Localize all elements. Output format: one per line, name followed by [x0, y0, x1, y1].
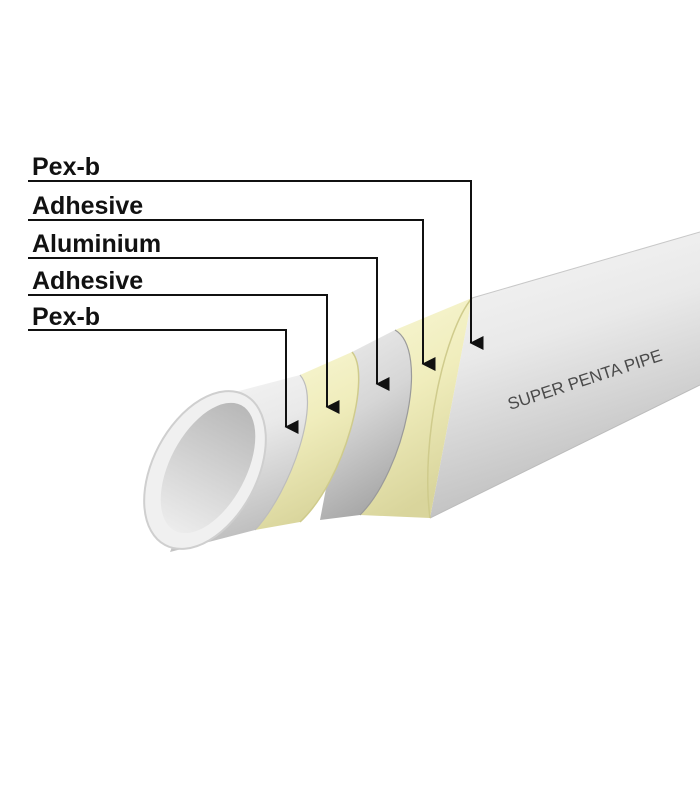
label-aluminium: Aluminium: [32, 230, 161, 258]
label-adhesive-inner: Adhesive: [32, 267, 143, 295]
pipe-opening: [143, 390, 267, 550]
leader-line-pex-b-outer: [28, 180, 484, 350]
leader-line-aluminium: [28, 257, 390, 391]
pipe-outer-pex-b: [429, 231, 700, 519]
leader-line-adhesive-outer: [28, 219, 436, 371]
leader-line-pex-b-inner: [28, 329, 299, 434]
label-adhesive-outer: Adhesive: [32, 192, 143, 220]
leader-lines: [28, 180, 484, 434]
label-pex-b-outer: Pex-b: [32, 153, 100, 181]
layer-labels: Pex-b Adhesive Aluminium Adhesive Pex-b: [32, 153, 161, 331]
label-pex-b-inner: Pex-b: [32, 303, 100, 331]
leader-line-adhesive-inner: [28, 294, 340, 414]
